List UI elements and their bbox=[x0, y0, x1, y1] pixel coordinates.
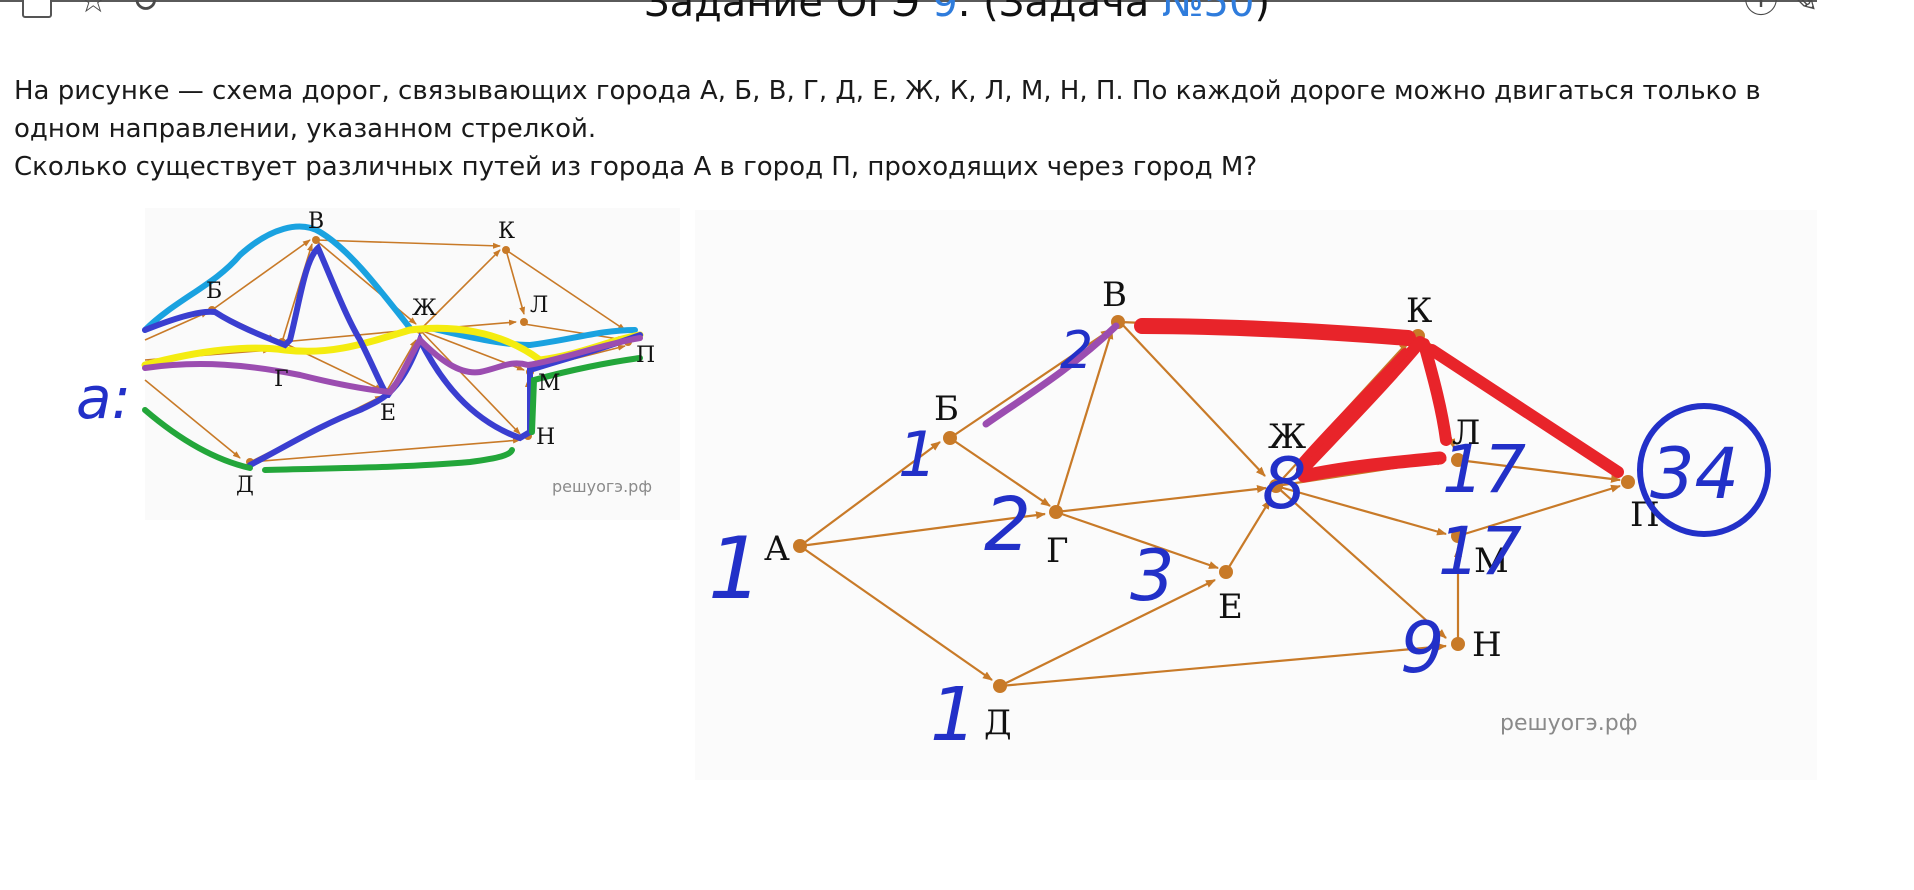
edge-zh-m bbox=[1275, 484, 1447, 536]
small-node-label-e: Е bbox=[380, 401, 396, 426]
title-middle: . (Задача bbox=[957, 0, 1162, 26]
hand-number-m: 17 bbox=[1438, 513, 1522, 590]
select-task-checkbox[interactable] bbox=[22, 0, 52, 18]
node-label-e: Е bbox=[1218, 587, 1243, 627]
node-label-d: Д bbox=[984, 703, 1012, 743]
edge-v-zh bbox=[1119, 321, 1266, 477]
edge-m-p bbox=[1457, 484, 1621, 538]
toolbar-divider bbox=[0, 0, 1817, 2]
small-node-label-m: М bbox=[538, 371, 561, 396]
edge-b-g bbox=[949, 437, 1051, 507]
title-prefix: Задание ОГЭ bbox=[643, 0, 933, 26]
node-label-b: Б bbox=[934, 389, 959, 429]
hand-number-n: 9 bbox=[1400, 607, 1445, 689]
toolbar: ☆ ↺ ⓘ ✎ bbox=[0, 0, 1914, 36]
node-label-l: Л bbox=[1452, 413, 1480, 453]
edge-g-v bbox=[1054, 329, 1114, 513]
node-label-a: А bbox=[764, 529, 790, 569]
edge-g-e bbox=[1055, 510, 1219, 570]
small-node-label-p: П bbox=[636, 343, 655, 368]
small-watermark: решуогэ.рф bbox=[552, 477, 652, 496]
large-graph: А Б В Г Д Е Ж К Л М Н П решуогэ.рф 1 1 2… bbox=[695, 210, 1817, 780]
hand-number-zh: 8 bbox=[1262, 443, 1307, 525]
small-node-label-zh: Ж bbox=[412, 296, 437, 321]
small-node-label-l: Л bbox=[530, 293, 548, 318]
page-title: Задание ОГЭ 9. (Задача №50) bbox=[0, 0, 1914, 28]
small-handwritten-a: а: bbox=[76, 364, 131, 432]
edge-b-v bbox=[949, 329, 1111, 439]
edge-g-zh bbox=[1055, 485, 1267, 514]
edge-a-d bbox=[799, 545, 993, 681]
hand-number-v: 2 bbox=[1060, 321, 1093, 381]
node-label-g: Г bbox=[1046, 531, 1069, 571]
large-watermark: решуогэ.рф bbox=[1500, 711, 1638, 736]
node-g bbox=[1049, 505, 1063, 519]
hand-number-l: 17 bbox=[1442, 431, 1526, 508]
task-statement: На рисунке — схема дорог, связывающих го… bbox=[14, 72, 1814, 186]
node-label-k: К bbox=[1406, 291, 1432, 331]
hand-number-d: 1 bbox=[930, 672, 977, 758]
node-d bbox=[993, 679, 1007, 693]
small-node-label-g: Г bbox=[274, 367, 289, 392]
small-node-label-v: В bbox=[308, 209, 324, 234]
node-label-n: Н bbox=[1472, 625, 1502, 665]
node-b bbox=[943, 431, 957, 445]
edge-zh-n bbox=[1275, 485, 1447, 639]
edit-icon[interactable]: ✎ bbox=[1790, 0, 1819, 21]
edge-a-g bbox=[799, 511, 1046, 548]
node-label-zh: Ж bbox=[1268, 417, 1306, 457]
history-icon[interactable]: ↺ bbox=[132, 0, 161, 21]
hand-number-g: 2 bbox=[984, 482, 1031, 568]
node-zh bbox=[1269, 479, 1283, 493]
task-line-1: На рисунке — схема дорог, связывающих го… bbox=[14, 76, 1761, 144]
node-p bbox=[1621, 475, 1635, 489]
small-node-label-b: Б bbox=[206, 279, 222, 304]
hand-number-p: 34 bbox=[1650, 433, 1739, 515]
small-graph: В К Б Ж Л Г Е М П Н Д решуогэ.рф а: bbox=[76, 208, 680, 520]
edge-d-n bbox=[999, 642, 1447, 688]
small-node-label-n: Н bbox=[536, 425, 555, 450]
problem-number-link[interactable]: №50 bbox=[1161, 0, 1255, 26]
node-m bbox=[1451, 529, 1465, 543]
node-e bbox=[1219, 565, 1233, 579]
edge-a-b bbox=[799, 441, 941, 547]
small-node-label-d: Д bbox=[236, 473, 254, 498]
task-number-link[interactable]: 9 bbox=[932, 0, 958, 26]
report-icon[interactable]: ⓘ bbox=[1744, 0, 1778, 21]
edge-d-e bbox=[999, 579, 1216, 687]
edge-l-p bbox=[1457, 458, 1621, 483]
node-label-v: В bbox=[1102, 275, 1127, 315]
star-icon[interactable]: ☆ bbox=[78, 0, 109, 21]
task-line-2: Сколько существует различных путей из го… bbox=[14, 152, 1258, 182]
answer-circle bbox=[1637, 403, 1771, 537]
small-node-label-k: К bbox=[498, 219, 515, 244]
hand-number-b: 1 bbox=[898, 418, 937, 491]
hand-number-e: 3 bbox=[1130, 535, 1175, 617]
node-a bbox=[793, 539, 807, 553]
node-n bbox=[1451, 637, 1465, 651]
edge-e-zh bbox=[1225, 499, 1271, 573]
node-label-m: М bbox=[1474, 541, 1509, 581]
title-suffix: ) bbox=[1254, 0, 1271, 26]
hand-number-a: 1 bbox=[708, 519, 763, 619]
node-l bbox=[1451, 453, 1465, 467]
